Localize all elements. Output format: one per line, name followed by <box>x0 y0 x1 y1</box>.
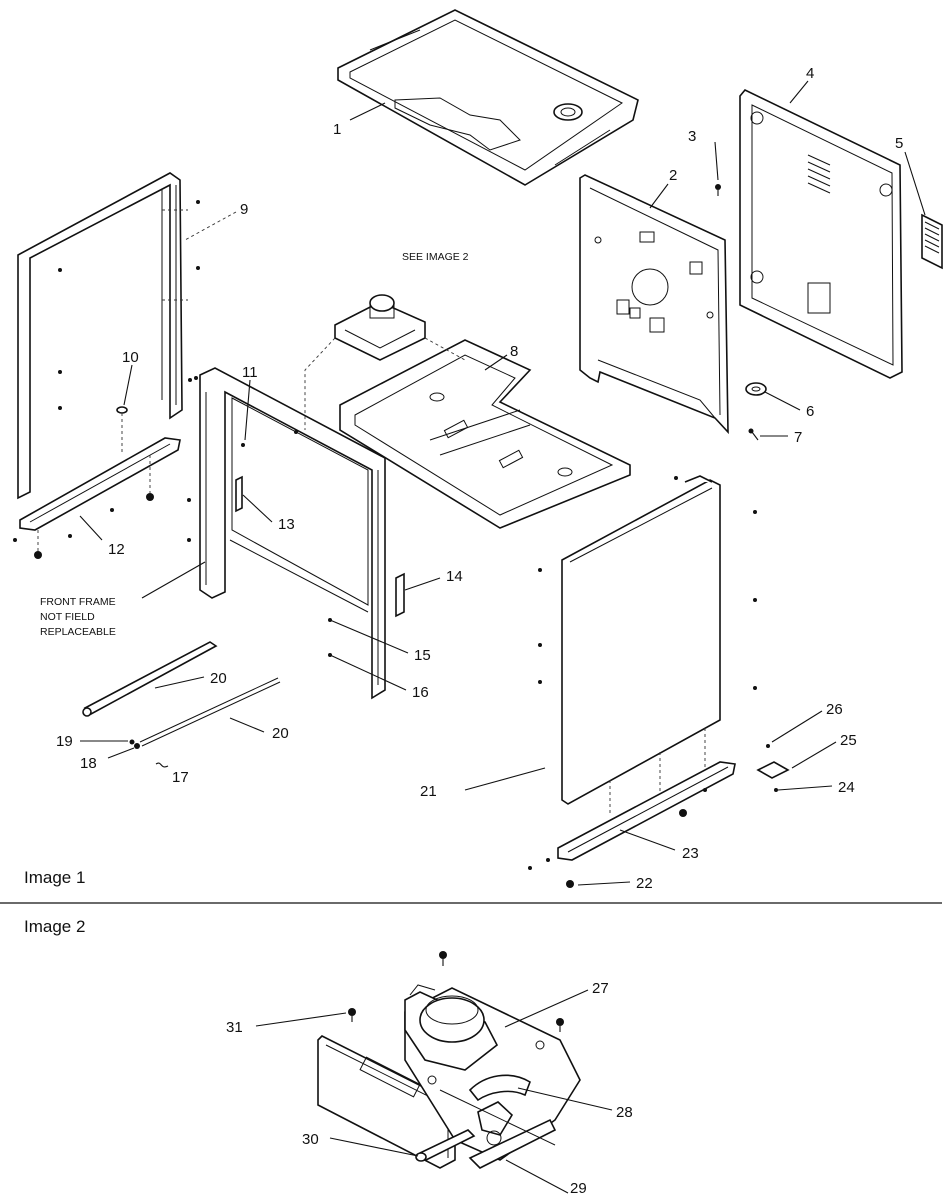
callout-20a: 20 <box>210 670 227 687</box>
callout-23: 23 <box>682 845 699 862</box>
front-frame-note-line-2: NOT FIELD <box>40 611 95 623</box>
part-1-top-panel <box>337 9 639 186</box>
part-15-16-screws <box>328 618 332 657</box>
part-2-rear-panel <box>579 174 729 435</box>
part-3-screw <box>715 184 721 196</box>
callout-1: 1 <box>333 121 341 138</box>
callout-22: 22 <box>636 875 653 892</box>
part-9-side-frame <box>17 172 200 500</box>
callout-2: 2 <box>669 167 677 184</box>
part-14-strike <box>395 572 405 618</box>
callout-21: 21 <box>420 783 437 800</box>
section-title-image-2: Image 2 <box>24 917 85 936</box>
callout-14: 14 <box>446 568 463 585</box>
callout-26: 26 <box>826 701 843 718</box>
see-image-2-assembly <box>304 294 466 430</box>
part-4-back-panel <box>739 89 903 379</box>
part-20-rods <box>82 641 281 749</box>
image-2-screw-right <box>556 1018 564 1032</box>
part-7-screw <box>748 428 759 441</box>
callout-16: 16 <box>412 684 429 701</box>
callout-25: 25 <box>840 732 857 749</box>
section-title-image-1: Image 1 <box>24 868 85 887</box>
callout-29: 29 <box>570 1180 587 1197</box>
callout-5: 5 <box>895 135 903 152</box>
callout-13: 13 <box>278 516 295 533</box>
part-21-side-panel <box>538 475 757 815</box>
callout-31: 31 <box>226 1019 243 1036</box>
image-2-actuator-assembly <box>255 951 613 1194</box>
part-23-rail-right <box>528 761 736 888</box>
leader-lines <box>79 80 926 886</box>
callout-28: 28 <box>616 1104 633 1121</box>
callout-17: 17 <box>172 769 189 786</box>
callout-9: 9 <box>240 201 248 218</box>
part-10-clip <box>116 406 128 455</box>
callout-8: 8 <box>510 343 518 360</box>
callout-20b: 20 <box>272 725 289 742</box>
part-8-base-pan <box>339 339 631 529</box>
callout-24: 24 <box>838 779 855 796</box>
callout-10: 10 <box>122 349 139 366</box>
callout-11: 11 <box>242 364 258 381</box>
callout-30: 30 <box>302 1131 319 1148</box>
part-17-18-19-hardware <box>129 739 169 768</box>
front-frame-note-line-3: REPLACEABLE <box>40 626 116 638</box>
callout-27: 27 <box>592 980 609 997</box>
front-frame <box>187 367 386 700</box>
callout-12: 12 <box>108 541 125 558</box>
see-image-2-note: SEE IMAGE 2 <box>402 251 469 263</box>
callout-7: 7 <box>794 429 802 446</box>
callout-15: 15 <box>414 647 431 664</box>
callout-19: 19 <box>56 733 73 750</box>
image-2-screw-top <box>439 951 447 966</box>
image-2-screw-left <box>348 1008 356 1022</box>
callout-4: 4 <box>806 65 814 82</box>
callout-6: 6 <box>806 403 814 420</box>
part-5-vent-grille <box>921 213 943 270</box>
part-6-grommet <box>745 382 767 396</box>
part-13-bracket <box>235 475 243 513</box>
front-frame-note: FRONT FRAME NOT FIELD REPLACEABLE <box>40 596 116 638</box>
part-24-25-26-bracket <box>756 744 790 792</box>
front-frame-note-line-1: FRONT FRAME <box>40 596 116 608</box>
part-12-rail-left <box>13 437 181 559</box>
callout-labels: 1 2 3 4 5 6 7 8 9 10 11 12 13 14 15 16 1… <box>56 65 903 1197</box>
callout-18: 18 <box>80 755 97 772</box>
callout-3: 3 <box>688 128 696 145</box>
